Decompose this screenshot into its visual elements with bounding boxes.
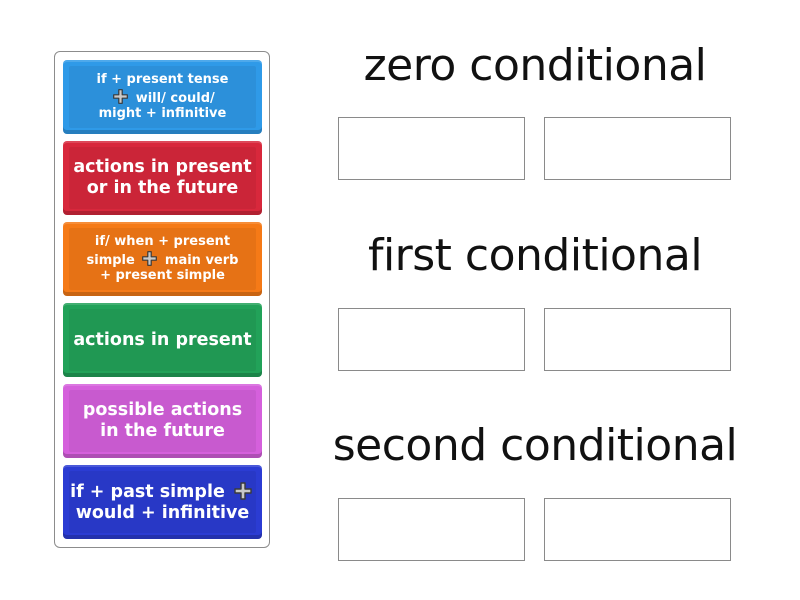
card-text-line: will/ could/ <box>131 90 215 106</box>
card-label: possible actions in the future <box>82 400 243 441</box>
group-title-second-conditional: second conditional <box>332 420 738 471</box>
drop-zone-first-2[interactable] <box>544 308 731 371</box>
card-inner <box>69 309 256 371</box>
drop-zone-second-1[interactable] <box>338 498 525 561</box>
card-label: if + past simple would + infinitive <box>70 481 255 524</box>
card-text-line: if + past simple <box>70 481 231 502</box>
draggable-card-4[interactable]: actions in present <box>63 303 262 377</box>
drop-zone-zero-1[interactable] <box>338 117 525 180</box>
card-inner <box>69 390 256 452</box>
card-inner <box>69 471 256 533</box>
card-text-line: simple <box>86 252 140 268</box>
card-text-line: + present simple <box>100 268 225 284</box>
draggable-card-6[interactable]: if + past simple would + infinitive <box>63 465 262 539</box>
card-text-line: might + infinitive <box>98 106 227 122</box>
drop-zone-second-2[interactable] <box>544 498 731 561</box>
plus-icon <box>112 88 129 105</box>
card-bank: if + present tense will/ could/ might + … <box>54 51 270 548</box>
draggable-card-3[interactable]: if/ when + present simple main verb + pr… <box>63 222 262 296</box>
card-text-line: would + infinitive <box>75 502 250 523</box>
card-text-line: if + present tense <box>96 72 229 88</box>
card-inner <box>69 147 256 209</box>
card-label: actions in present or in the future <box>73 157 252 198</box>
card-inner <box>69 228 256 290</box>
card-inner <box>69 66 256 128</box>
draggable-card-1[interactable]: if + present tense will/ could/ might + … <box>63 60 262 134</box>
plus-icon <box>141 250 158 267</box>
card-text-line: main verb <box>160 252 239 268</box>
drop-zone-zero-2[interactable] <box>544 117 731 180</box>
card-label: actions in present <box>73 329 252 350</box>
group-title-first-conditional: first conditional <box>367 230 703 281</box>
draggable-card-5[interactable]: possible actions in the future <box>63 384 262 458</box>
draggable-card-2[interactable]: actions in present or in the future <box>63 141 262 215</box>
group-title-zero-conditional: zero conditional <box>363 40 707 91</box>
drop-zone-first-1[interactable] <box>338 308 525 371</box>
card-label: if/ when + present simple main verb + pr… <box>87 234 239 284</box>
card-text-line: if/ when + present <box>94 234 231 250</box>
plus-icon <box>233 481 253 501</box>
card-label: if + present tense will/ could/ might + … <box>97 72 229 122</box>
